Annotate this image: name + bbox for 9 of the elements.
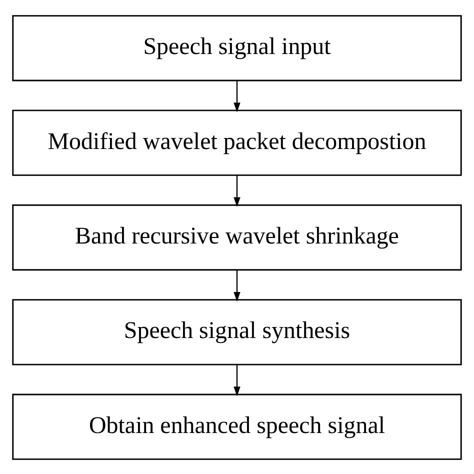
node-box: Obtain enhanced speech signal (12, 393, 462, 460)
node-box: Speech signal input (12, 14, 462, 81)
node-box: Band recursive wavelet shrinkage (12, 204, 462, 270)
arrow (234, 364, 240, 396)
arrow (234, 269, 240, 302)
arrow (234, 174, 240, 206)
node-box: Speech signal synthesis (12, 298, 462, 365)
arrow (234, 80, 240, 112)
node-box: Modified wavelet packet decompostion (12, 109, 462, 176)
